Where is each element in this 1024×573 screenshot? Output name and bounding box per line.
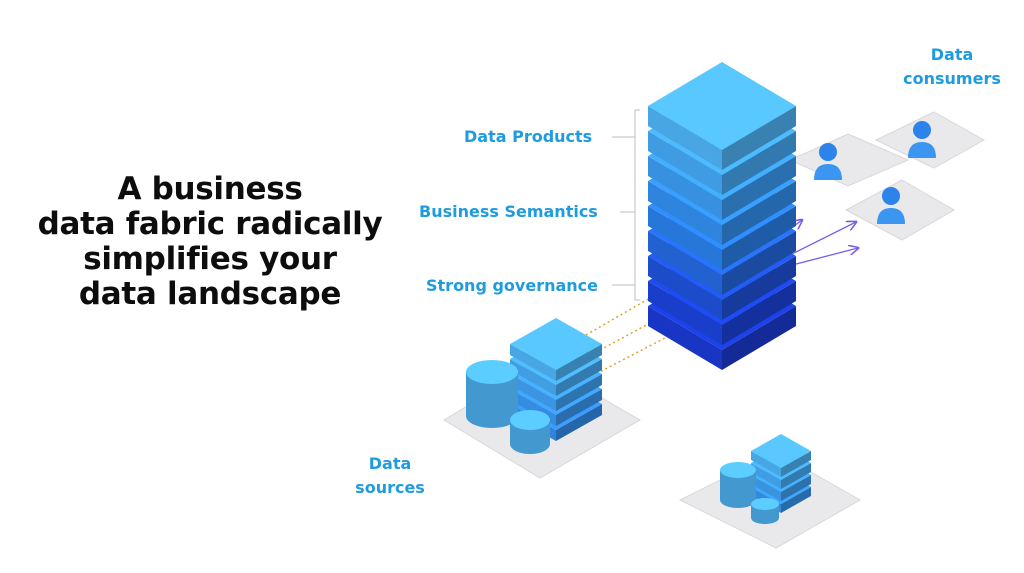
- stack2-layer-3-right: [781, 487, 811, 513]
- user-body: [814, 164, 842, 180]
- central-server-tower: [648, 62, 796, 370]
- database-cylinder-icon: [466, 360, 518, 428]
- consumer-platform-3: [844, 179, 956, 241]
- headline-line-4: data landscape: [78, 276, 342, 312]
- tower-layer-8-left: [648, 306, 722, 370]
- tower-layer-2-right: [722, 156, 796, 220]
- cylinder-body: [720, 470, 756, 508]
- label-strong-governance: Strong governance: [426, 276, 598, 295]
- tower-layer-0-top: [648, 62, 796, 150]
- stack1-layer-0-top: [510, 318, 602, 370]
- label-data-products: Data Products: [464, 127, 593, 146]
- database-cylinder-icon: [751, 498, 779, 524]
- tower-layer-1-left: [648, 131, 722, 195]
- stack1-layer-1-right: [556, 359, 602, 396]
- stack2-layer-1-right: [781, 463, 811, 489]
- label-bracket: [612, 109, 640, 301]
- headline-line-1: A business: [117, 171, 303, 207]
- stack1-layer-4-right: [556, 404, 602, 441]
- label-data-sources-line-2: sources: [355, 478, 425, 497]
- cylinder-top: [466, 360, 518, 384]
- cylinder-body: [466, 372, 518, 428]
- tower-layer-3-right: [722, 181, 796, 245]
- user-head: [882, 187, 900, 205]
- cylinder-top: [751, 498, 779, 510]
- tower-layer-0-right: [722, 106, 796, 170]
- user-head: [819, 143, 837, 161]
- stack2-layer-2-right: [781, 475, 811, 501]
- user-icon: [877, 187, 905, 224]
- user-body: [877, 208, 905, 224]
- stack1-layer-0-left: [510, 344, 556, 381]
- source-server-stack-1: [510, 318, 602, 441]
- stack1-layer-1-left: [510, 359, 556, 396]
- user-icon: [908, 121, 936, 158]
- tower-layer-6-left: [648, 256, 722, 320]
- stack1-layer-2-right: [556, 374, 602, 411]
- stack2-layer-2-left: [751, 475, 781, 501]
- tower-layer-5-right: [722, 231, 796, 295]
- tower-layer-2-left: [648, 156, 722, 220]
- stack1-layer-0-right: [556, 344, 602, 381]
- source-server-stack-2: [751, 434, 811, 513]
- label-data-sources-line-1: Data: [368, 454, 412, 473]
- label-data-consumers-line-2: consumers: [903, 69, 1001, 88]
- cylinder-top: [510, 410, 550, 430]
- tower-layer-6-right: [722, 256, 796, 320]
- tower-layer-4-right: [722, 206, 796, 270]
- tower-layer-1-right: [722, 131, 796, 195]
- tower-layer-5-left: [648, 231, 722, 295]
- tower-layer-7-right: [722, 281, 796, 345]
- tower-layer-0-left: [648, 106, 722, 170]
- tower-layer-3-left: [648, 181, 722, 245]
- headline: A business data fabric radically simplif…: [10, 172, 410, 312]
- stack1-layer-3-right: [556, 389, 602, 426]
- database-cylinder-icon: [510, 410, 550, 454]
- tower-layer-4-left: [648, 206, 722, 270]
- label-data-sources: Data sources: [335, 452, 445, 500]
- cylinder-top: [720, 462, 756, 478]
- tower-layer-7-left: [648, 281, 722, 345]
- stack2-layer-0-left: [751, 451, 781, 477]
- stack2-layer-1-left: [751, 463, 781, 489]
- consumer-platform-2: [874, 111, 986, 169]
- user-icon: [814, 143, 842, 180]
- tower-layer-8-right: [722, 306, 796, 370]
- stack2-layer-0-top: [751, 434, 811, 468]
- stack1-layer-2-left: [510, 374, 556, 411]
- headline-line-2: data fabric radically: [37, 206, 383, 242]
- stack2-layer-0-right: [781, 451, 811, 477]
- label-data-consumers-line-1: Data: [930, 45, 974, 64]
- database-cylinder-icon: [720, 462, 756, 508]
- label-business-semantics: Business Semantics: [419, 202, 598, 221]
- label-data-consumers: Data consumers: [892, 43, 1012, 91]
- user-head: [913, 121, 931, 139]
- headline-line-3: simplifies your: [83, 241, 337, 277]
- user-body: [908, 142, 936, 158]
